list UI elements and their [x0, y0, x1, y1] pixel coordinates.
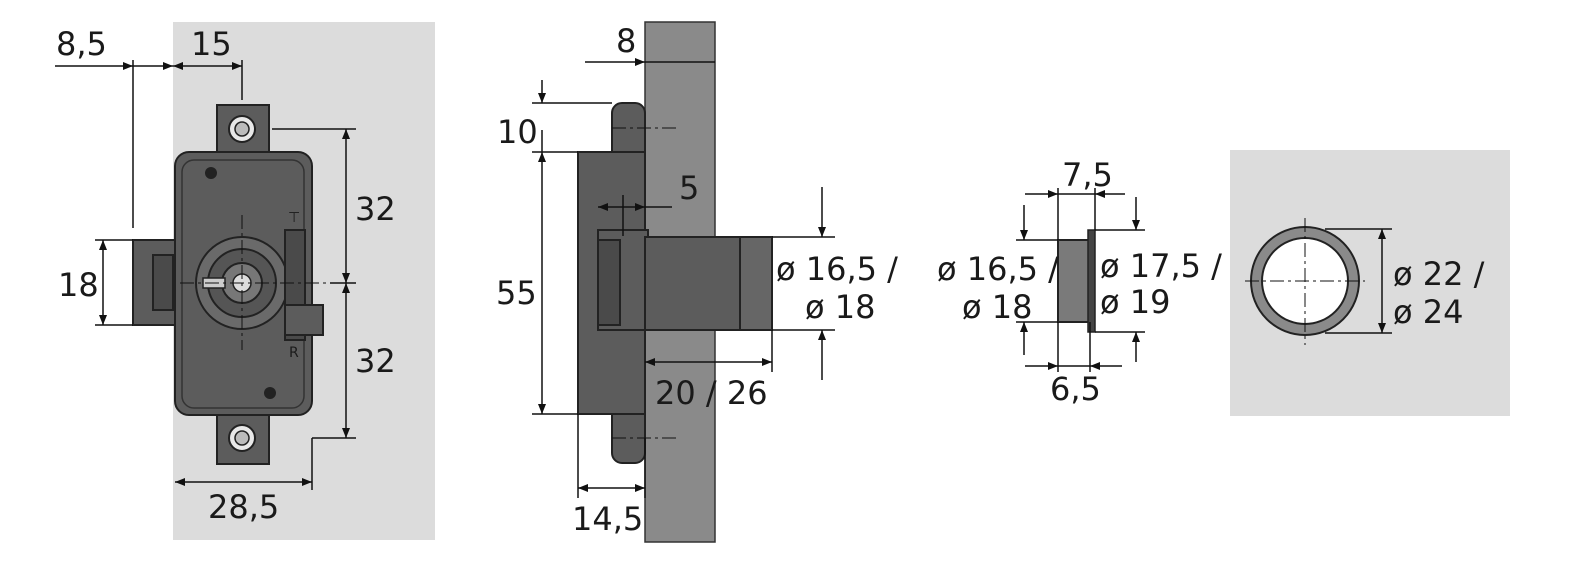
dim-18: 18: [58, 266, 99, 304]
bushing-sleeve: [1057, 239, 1091, 323]
dim-28-5: 28,5: [208, 488, 279, 526]
dim-10: 10: [497, 113, 538, 151]
bushing-flange: [1087, 229, 1096, 333]
dim-32-top: 32: [355, 190, 396, 228]
dim-hole-dia-b: ø 24: [1393, 293, 1463, 331]
corner-screw-top: [205, 167, 217, 179]
front-view: ⊤ R 8,5 15 18 32 32 28,5: [55, 22, 435, 540]
bushing-view: 7,5 6,5 ø 16,5 / ø 18 ø 17,5 / ø 19: [937, 156, 1222, 408]
dim-bushing-outer-a: ø 17,5 /: [1100, 247, 1222, 285]
dim-5: 5: [679, 169, 699, 207]
dim-hole-dia-a: ø 22 /: [1393, 255, 1485, 293]
dim-8-5: 8,5: [56, 25, 107, 63]
dim-14-5: 14,5: [572, 500, 643, 538]
corner-screw-bottom: [264, 387, 276, 399]
dim-cyl-dia-a: ø 16,5 /: [776, 250, 898, 288]
dim-32-bottom: 32: [355, 342, 396, 380]
dim-55: 55: [496, 274, 537, 312]
mark-top: ⊤: [288, 210, 300, 226]
dim-15: 15: [191, 25, 232, 63]
dim-bushing-inner-b: ø 18: [962, 288, 1032, 326]
hole-view: ø 22 / ø 24: [1230, 150, 1510, 416]
dim-bushing-outer-b: ø 19: [1100, 283, 1170, 321]
left-tab-inner: [152, 254, 174, 311]
dim-bushing-inner-a: ø 16,5 /: [937, 250, 1059, 288]
dim-cyl-dia-b: ø 18: [805, 288, 875, 326]
dim-7-5: 7,5: [1062, 156, 1113, 194]
mark-r: R: [289, 345, 299, 361]
dim-6-5: 6,5: [1050, 370, 1101, 408]
dim-8: 8: [616, 22, 636, 60]
bolt-tip: [284, 304, 324, 336]
side-view: 8 10 55 5 20 / 26 14,5 ø 16,5 / ø 18: [496, 21, 898, 543]
dim-20-26: 20 / 26: [655, 374, 768, 412]
